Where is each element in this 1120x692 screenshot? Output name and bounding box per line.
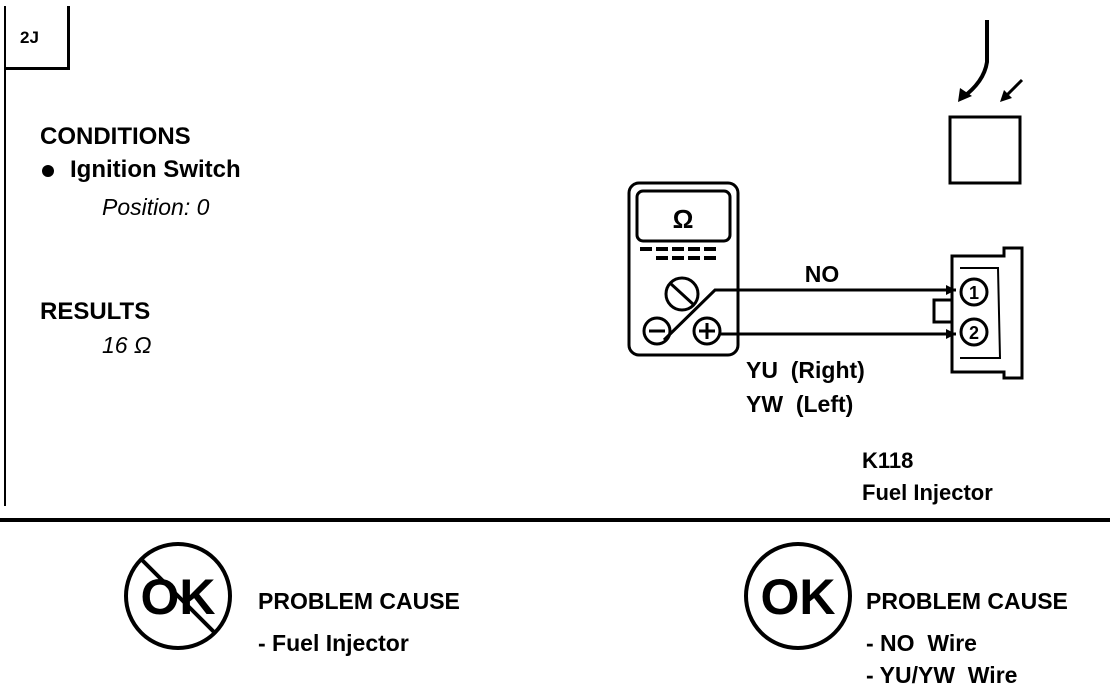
- ok-cause-heading: PROBLEM CAUSE: [866, 588, 1068, 614]
- results-heading: RESULTS: [40, 298, 151, 325]
- ok-badge-text: OK: [761, 569, 836, 625]
- injector-component-icon: [948, 20, 1024, 185]
- not-ok-cause-heading: PROBLEM CAUSE: [258, 588, 460, 614]
- not-ok-cause-item: - Fuel Injector: [258, 630, 409, 656]
- connector-code: K118: [862, 448, 913, 473]
- ok-badge-icon: OK: [744, 542, 852, 650]
- wire-label-yu: YU (Right): [746, 357, 865, 383]
- not-ok-badge-icon: OK: [124, 542, 232, 650]
- conditions-heading: CONDITIONS: [40, 123, 191, 150]
- conditions-item-detail: Position: 0: [102, 194, 210, 220]
- pin-2-label: 2: [969, 323, 979, 343]
- conditions-item: Ignition Switch: [70, 156, 241, 183]
- connector-icon: [932, 246, 1024, 380]
- bullet-icon: [42, 165, 54, 177]
- left-border-line: [4, 6, 6, 506]
- section-divider: [0, 518, 1110, 522]
- connector-name: Fuel Injector: [862, 480, 993, 505]
- multimeter-icon: Ω: [627, 181, 740, 357]
- results-value: 16 Ω: [102, 332, 152, 358]
- step-label: 2J: [20, 28, 39, 47]
- wire-label-no: NO: [805, 261, 840, 287]
- wire-label-yw: YW (Left): [746, 391, 853, 417]
- ok-cause-item: - YU/YW Wire: [866, 662, 1018, 688]
- pin-1-label: 1: [969, 283, 979, 303]
- meter-symbol: Ω: [673, 204, 694, 234]
- step-box: [6, 6, 70, 70]
- ok-cause-item: - NO Wire: [866, 630, 977, 656]
